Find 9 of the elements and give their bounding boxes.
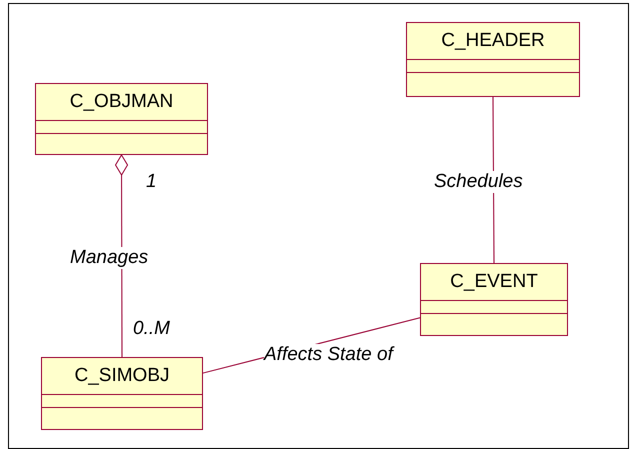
aggregation-line <box>115 154 128 358</box>
edge-label: Schedules <box>434 171 523 193</box>
multiplicity-label: 1 <box>146 171 157 193</box>
multiplicity-label: 0..M <box>133 318 170 340</box>
class-box: C_OBJMAN <box>35 83 208 155</box>
class-box: C_EVENT <box>420 263 568 336</box>
class-box: C_HEADER <box>406 22 580 97</box>
class-box: C_SIMOBJ <box>41 357 203 430</box>
edge-label: Manages <box>70 247 148 269</box>
